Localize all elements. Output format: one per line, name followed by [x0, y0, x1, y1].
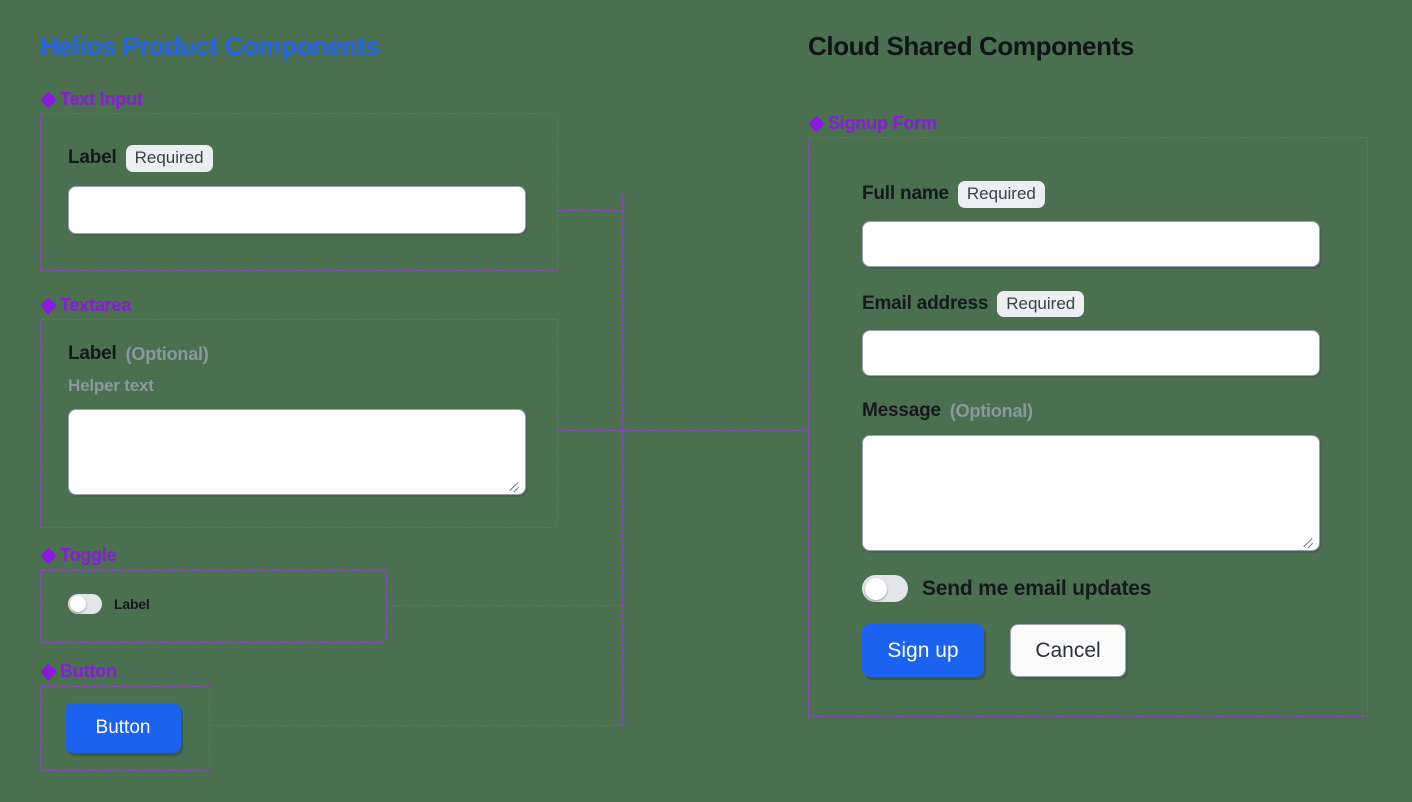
cancel-button[interactable]: Cancel [1010, 624, 1126, 678]
message-block: Message (Optional) [862, 400, 1320, 552]
optional-tag: (Optional) [125, 343, 209, 364]
message-textarea[interactable] [863, 436, 1319, 551]
text-input-component: Label Required [68, 145, 526, 234]
textarea-field[interactable] [69, 410, 525, 494]
full-name-input[interactable] [862, 220, 1320, 267]
section-label-text: Text Input [60, 89, 143, 109]
resize-grip-icon[interactable] [508, 478, 520, 490]
email-updates-toggle[interactable] [862, 575, 908, 603]
connector-text-input-horizontal [558, 210, 624, 211]
component-frame-textarea [40, 319, 558, 528]
message-label-row: Message (Optional) [862, 400, 1320, 422]
component-frame-text-input [40, 113, 558, 271]
connector-toggle-horizontal [387, 605, 623, 606]
demo-button[interactable]: Button [65, 703, 181, 753]
required-badge: Required [125, 145, 213, 172]
textarea-label: Label [68, 343, 117, 364]
email-block: Email address Required [862, 290, 1320, 377]
left-column-title: Helios Product Components [40, 31, 380, 61]
section-label-text: Button [60, 661, 117, 681]
textarea-field-wrapper[interactable] [68, 409, 526, 495]
full-name-label: Full name [862, 183, 949, 205]
text-input-label: Label [68, 147, 117, 169]
required-badge: Required [997, 290, 1085, 318]
email-input[interactable] [862, 330, 1320, 377]
signup-form-actions: Sign up Cancel [862, 624, 1320, 678]
text-input-field[interactable] [68, 185, 526, 234]
text-input-label-row: Label Required [68, 145, 526, 172]
component-frame-signup-form [808, 137, 1368, 717]
full-name-label-row: Full name Required [862, 181, 1320, 208]
required-badge: Required [957, 181, 1045, 208]
signup-form: Full name Required Email address Require… [862, 181, 1320, 678]
diamond-icon [40, 663, 57, 680]
toggle-label: Label [114, 596, 150, 612]
diamond-icon [40, 91, 57, 108]
button-component: Button [65, 703, 181, 753]
textarea-label-row: Label (Optional) [68, 343, 526, 365]
sign-up-button[interactable]: Sign up [862, 624, 984, 678]
connector-button-vertical [622, 604, 623, 726]
section-label-button: Button [40, 661, 117, 682]
diamond-icon [40, 547, 57, 564]
connector-text-input-vertical [622, 195, 623, 431]
diamond-icon [40, 297, 57, 314]
email-updates-label: Send me email updates [922, 576, 1152, 600]
component-frame-toggle [40, 570, 387, 643]
connector-textarea-horizontal [558, 430, 810, 431]
section-label-text: Textarea [60, 295, 132, 315]
full-name-block: Full name Required [862, 181, 1320, 267]
message-label: Message [862, 400, 941, 422]
component-frame-button [40, 686, 210, 771]
textarea-helper-text: Helper text [68, 376, 154, 395]
section-label-text: Signup Form [828, 113, 937, 133]
right-column-title: Cloud Shared Components [808, 31, 1134, 61]
textarea-component: Label (Optional) Helper text [68, 343, 526, 495]
toggle-component[interactable]: Label [68, 594, 150, 614]
message-textarea-wrapper[interactable] [862, 435, 1320, 552]
section-label-text: Toggle [60, 545, 117, 565]
connector-button-horizontal [210, 725, 623, 726]
email-label-row: Email address Required [862, 290, 1320, 318]
toggle-knob [865, 577, 887, 600]
connector-toggle-vertical [622, 430, 623, 606]
resize-grip-icon[interactable] [1302, 534, 1314, 546]
section-label-signup-form: Signup Form [808, 113, 937, 134]
optional-tag: (Optional) [949, 400, 1033, 421]
section-label-text-input: Text Input [40, 89, 143, 110]
diamond-icon [808, 115, 825, 132]
toggle-knob [70, 596, 86, 612]
toggle-switch[interactable] [68, 594, 102, 614]
section-label-toggle: Toggle [40, 545, 117, 566]
email-label: Email address [862, 292, 989, 314]
email-updates-toggle-row[interactable]: Send me email updates [862, 575, 1320, 603]
section-label-textarea: Textarea [40, 295, 132, 316]
